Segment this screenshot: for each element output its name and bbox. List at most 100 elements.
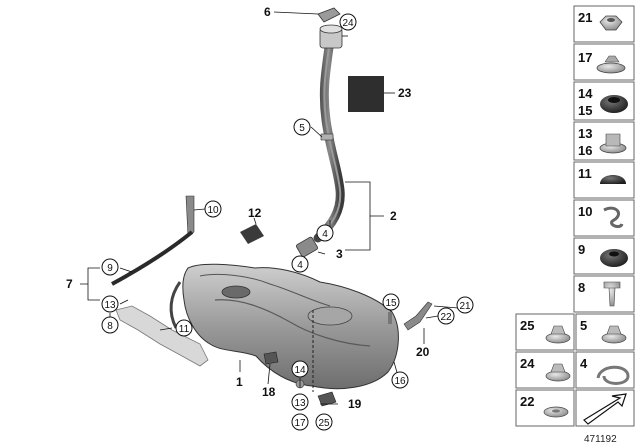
callout-16-circle — [391, 371, 409, 389]
flange-nut-25-icon — [545, 332, 571, 344]
callout-25: 25 — [318, 418, 330, 429]
callout-4b-circle — [291, 255, 309, 273]
rubber-grommet-hole — [608, 97, 620, 103]
callout-12: 12 — [248, 206, 262, 220]
callout-7: 7 — [66, 277, 73, 291]
diagram-reference-number: 471192 — [584, 434, 617, 445]
callout-25-circle — [315, 413, 333, 431]
callout-18: 18 — [262, 385, 276, 399]
parts-panel-right: 21 17 14 15 13 16 11 10 9 8 — [515, 5, 635, 427]
panel-label-15: 15 — [578, 103, 592, 118]
spring-clip-icon — [603, 206, 624, 228]
tank-flange — [221, 285, 251, 299]
callout-24-circle — [339, 13, 357, 31]
callout-10: 10 — [207, 205, 219, 216]
panel-label-16: 16 — [578, 143, 592, 158]
callout-13a-circle — [101, 295, 119, 313]
tank-hose-left — [169, 281, 182, 329]
fuel-tank-assembly — [111, 7, 433, 407]
panel-box-5 — [575, 313, 635, 351]
callout-13b: 13 — [294, 398, 306, 409]
pipe-clamp — [320, 133, 334, 141]
clip-18 — [263, 351, 279, 365]
callout-14-circle — [291, 360, 309, 378]
panel-box-13-16 — [573, 121, 635, 161]
panel-label-13: 13 — [578, 126, 592, 141]
callout-24: 24 — [342, 18, 354, 29]
tank-top-saddle — [199, 273, 331, 307]
callout-11: 11 — [179, 324, 190, 335]
strap-grommet-icon — [600, 249, 628, 267]
callout-22-circle — [437, 307, 455, 325]
screw-15 — [388, 312, 392, 324]
strap-grommet-hole — [609, 251, 619, 257]
orientation-arrow-icon — [583, 393, 627, 425]
panel-label-8: 8 — [578, 280, 585, 295]
flange-nut-25-top — [550, 325, 566, 335]
panel-label-4: 4 — [580, 356, 588, 371]
filler-pipe-highlight — [317, 39, 342, 239]
flange-nut-top — [604, 55, 620, 63]
callout-15-circle — [382, 293, 400, 311]
clip-19 — [317, 391, 337, 407]
callout-3: 3 — [336, 247, 343, 261]
callout-4a-circle — [316, 224, 334, 242]
panel-box-17 — [573, 43, 635, 81]
collar-nut-top — [605, 133, 621, 147]
callout-20: 20 — [416, 345, 430, 359]
callout-9: 9 — [107, 263, 113, 274]
callout-15: 15 — [385, 298, 397, 309]
bracket-20 — [403, 301, 433, 331]
washer-hole — [552, 409, 560, 413]
flange-nut-5-icon — [601, 332, 627, 344]
pad-23 — [348, 76, 384, 112]
tension-strap — [111, 230, 194, 286]
callout-19: 19 — [348, 397, 362, 411]
panel-label-10: 10 — [578, 204, 592, 219]
foam-block-12 — [240, 224, 264, 244]
callout-22: 22 — [440, 312, 452, 323]
hex-nut-hole — [607, 18, 615, 22]
panel-label-11: 11 — [578, 166, 592, 181]
callout-1: 1 — [236, 375, 243, 389]
panel-label-14: 14 — [578, 86, 593, 101]
rubber-grommet-icon — [600, 95, 628, 113]
callout-2: 2 — [390, 209, 397, 223]
hex-nut-icon — [599, 15, 623, 31]
panel-label-21: 21 — [578, 10, 592, 25]
panel-box-10 — [573, 199, 635, 237]
callout-17-circle — [291, 413, 309, 431]
callout-16: 16 — [394, 376, 406, 387]
callout-14: 14 — [294, 365, 306, 376]
panel-label-24: 24 — [520, 356, 535, 371]
bolt-icon — [603, 281, 621, 307]
strap-bracket — [185, 195, 195, 237]
tank-pump-cover — [307, 306, 353, 326]
flange-nut-icon — [596, 62, 626, 74]
callout-4a: 4 — [322, 229, 328, 240]
callout-labels: 6 24 23 5 2 4 3 4 12 10 7 9 13 8 11 1 18… — [66, 5, 474, 431]
callout-10-circle — [204, 200, 222, 218]
callout-21-circle — [456, 296, 474, 314]
callout-11-circle — [175, 319, 193, 337]
hose-clamp-icon — [596, 365, 630, 385]
flange-nut-24-top — [550, 363, 566, 373]
callout-13a: 13 — [104, 300, 116, 311]
flange-nut-5-top — [606, 325, 622, 335]
panel-label-17: 17 — [578, 50, 592, 65]
filler-cap — [317, 7, 341, 23]
callout-21: 21 — [459, 301, 471, 312]
callout-8-circle — [101, 316, 119, 334]
connector-sleeve — [296, 236, 318, 258]
panel-box-22 — [515, 389, 575, 427]
callout-5: 5 — [299, 123, 305, 134]
callout-17: 17 — [294, 418, 306, 429]
callout-8: 8 — [107, 321, 113, 332]
panel-label-9: 9 — [578, 242, 585, 257]
callout-6: 6 — [264, 5, 271, 19]
callout-4b: 4 — [297, 260, 303, 271]
rubber-plug-icon — [600, 175, 626, 184]
panel-label-25: 25 — [520, 318, 534, 333]
callout-5-circle — [293, 118, 311, 136]
